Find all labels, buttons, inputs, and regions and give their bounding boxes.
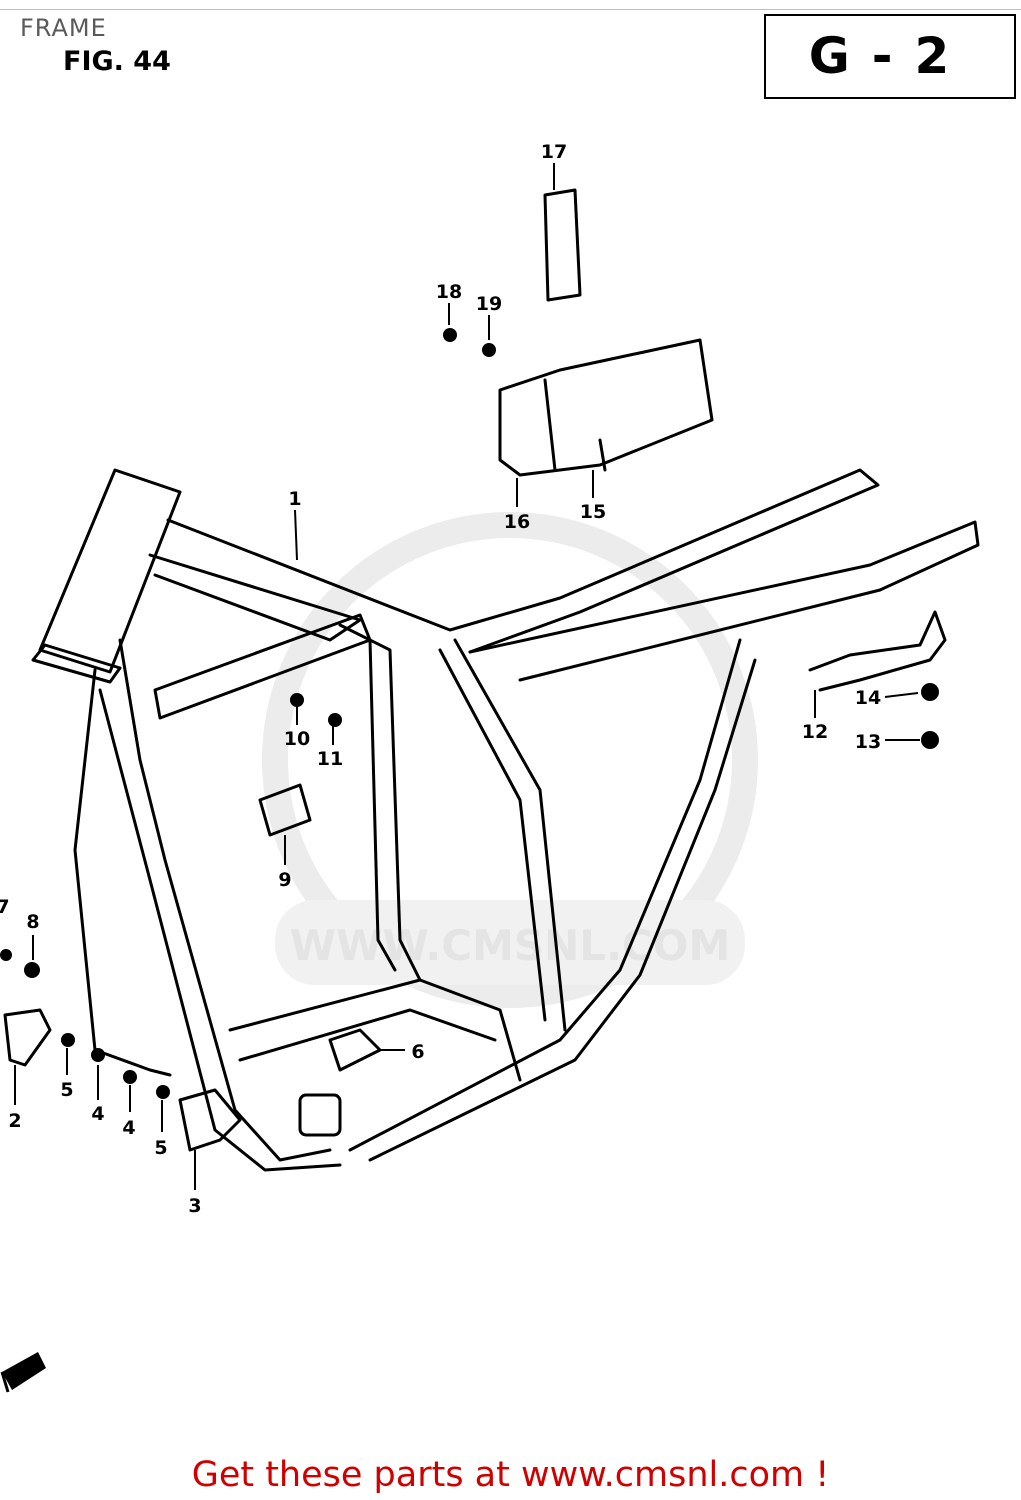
battery-holder-15 bbox=[498, 338, 714, 477]
watermark: WWW.CMSNL.COM bbox=[262, 512, 758, 1008]
plate-2 bbox=[3, 1008, 52, 1067]
callout-14: 14 bbox=[855, 687, 881, 709]
cta-link[interactable]: Get these parts at www.cmsnl.com ! bbox=[191, 1455, 830, 1495]
leader-14 bbox=[884, 692, 919, 698]
callout-19: 19 bbox=[476, 293, 502, 315]
battery-holder-detail bbox=[543, 378, 607, 472]
nut-11 bbox=[328, 713, 342, 727]
callout-15: 15 bbox=[580, 501, 606, 523]
callout-3: 3 bbox=[188, 1195, 201, 1217]
top-rail-brace bbox=[148, 553, 362, 642]
hardware bbox=[0, 328, 939, 1099]
bolt-4a bbox=[91, 1048, 105, 1062]
bolt-7 bbox=[0, 949, 12, 961]
top-rail-right bbox=[468, 520, 980, 682]
arrow-front-icon bbox=[0, 1352, 46, 1393]
rear-downtube-inner bbox=[368, 658, 757, 1162]
callout-10: 10 bbox=[284, 728, 310, 750]
callout-labels: 1 2 3 4 4 5 5 6 7 8 9 10 11 12 13 14 15 … bbox=[0, 141, 881, 1217]
section-code: G-2 bbox=[808, 27, 972, 85]
battery-strap-17 bbox=[543, 188, 582, 302]
callout-1: 1 bbox=[288, 488, 301, 510]
callout-12: 12 bbox=[802, 721, 828, 743]
center-post-left bbox=[338, 623, 422, 982]
figure-label: FIG. 44 bbox=[63, 46, 171, 77]
callout-7: 7 bbox=[0, 896, 10, 918]
callout-4b: 4 bbox=[122, 1117, 135, 1139]
bolt-13 bbox=[921, 731, 939, 749]
bolt-4b bbox=[123, 1070, 137, 1084]
front-cross-member bbox=[153, 613, 372, 720]
callout-2: 2 bbox=[8, 1110, 21, 1132]
callout-6: 6 bbox=[411, 1041, 424, 1063]
callout-17: 17 bbox=[541, 141, 567, 163]
plate-3 bbox=[178, 1088, 242, 1152]
callout-5a: 5 bbox=[60, 1079, 73, 1101]
nut-19 bbox=[482, 343, 496, 357]
steering-head bbox=[38, 468, 182, 674]
bolt-18 bbox=[443, 328, 457, 342]
callout-18: 18 bbox=[436, 281, 462, 303]
section-title: FRAME bbox=[20, 14, 107, 42]
plate-9 bbox=[258, 783, 312, 837]
leader-1 bbox=[294, 509, 298, 561]
rear-downtube-outer bbox=[348, 638, 742, 1152]
watermark-text: WWW.CMSNL.COM bbox=[290, 921, 731, 970]
top-rail-left bbox=[166, 468, 880, 654]
section-code-box: G-2 bbox=[764, 14, 1016, 99]
callout-16: 16 bbox=[504, 511, 530, 533]
steering-head-bottom bbox=[31, 643, 122, 684]
bolt-10 bbox=[290, 693, 304, 707]
front-downtube-inner bbox=[98, 688, 342, 1172]
lower-cradle-inner bbox=[238, 1008, 497, 1062]
front-downtube-right bbox=[118, 638, 332, 1162]
leader-lines bbox=[14, 163, 920, 1190]
callout-5b: 5 bbox=[154, 1137, 167, 1159]
washer-5b bbox=[156, 1085, 170, 1099]
center-post-diag-inner bbox=[453, 638, 567, 1032]
lower-cradle bbox=[228, 978, 522, 1082]
frame-assembly bbox=[3, 188, 980, 1172]
nut-8 bbox=[24, 962, 40, 978]
pipe-12 bbox=[808, 610, 947, 692]
watermark-ring bbox=[262, 512, 758, 1008]
washer-5a bbox=[61, 1033, 75, 1047]
top-rule bbox=[0, 9, 1021, 10]
center-post-left-inner bbox=[368, 638, 397, 972]
callout-4a: 4 bbox=[91, 1103, 104, 1125]
front-downtube-left bbox=[73, 668, 172, 1077]
center-post-diag bbox=[438, 648, 547, 1022]
bracket-6 bbox=[328, 1028, 382, 1072]
callout-13: 13 bbox=[855, 731, 881, 753]
washer-14 bbox=[921, 683, 939, 701]
callout-9: 9 bbox=[278, 869, 291, 891]
callout-11: 11 bbox=[317, 748, 343, 770]
callout-8: 8 bbox=[26, 911, 39, 933]
bracket-lower bbox=[298, 1093, 342, 1137]
